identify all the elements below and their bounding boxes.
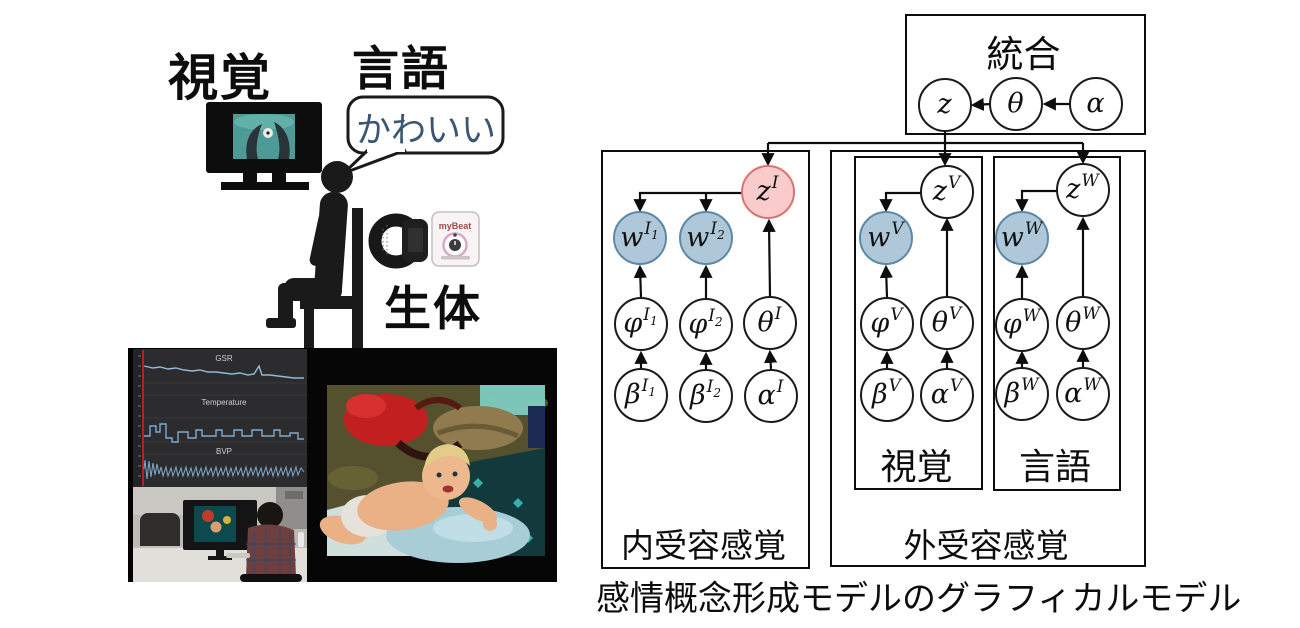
node-alpha: α [1068, 76, 1123, 131]
person-icon [266, 161, 353, 328]
plate-interoception-label: 内受容感覚 [621, 527, 786, 564]
smartwatch-icon [368, 213, 428, 269]
plate-integration-label: 統合 [986, 34, 1061, 75]
node-z: z [917, 77, 972, 132]
monitor-label-gsr: GSR [215, 354, 233, 363]
plate-language-label: 言語 [1018, 446, 1091, 487]
plate-vision [854, 156, 983, 490]
monitor-label-bvp: BVP [216, 447, 232, 456]
baby-stimulus-photo [307, 348, 557, 582]
experiment-collage: GSR Temperature BVP [128, 348, 557, 582]
plate-exteroception-label: 外受容感覚 [903, 527, 1069, 564]
node-theta: θ [988, 76, 1043, 131]
chair-icon [300, 208, 363, 350]
plate-vision-label: 視覚 [880, 446, 953, 487]
plate-language [993, 156, 1121, 491]
plate-integration [905, 14, 1146, 135]
tv-icon [206, 102, 322, 190]
scene-body-label: 生体 [384, 282, 482, 335]
plate-interoception [601, 150, 810, 569]
monitor-label-temperature: Temperature [202, 398, 247, 407]
heart-sensor-icon: myBeat [431, 211, 480, 267]
biosignal-monitor: GSR Temperature BVP [133, 349, 307, 487]
speech-bubble-text: かわいい [355, 111, 496, 150]
figure-caption: 感情概念形成モデルのグラフィカルモデル [596, 580, 1242, 618]
plate-exteroception [830, 150, 1146, 567]
scene-vision-label: 視覚 [168, 50, 272, 106]
sensor-brand-text: myBeat [439, 221, 472, 231]
experiment-photo [133, 487, 307, 582]
scene-language-label: 言語 [352, 42, 450, 95]
